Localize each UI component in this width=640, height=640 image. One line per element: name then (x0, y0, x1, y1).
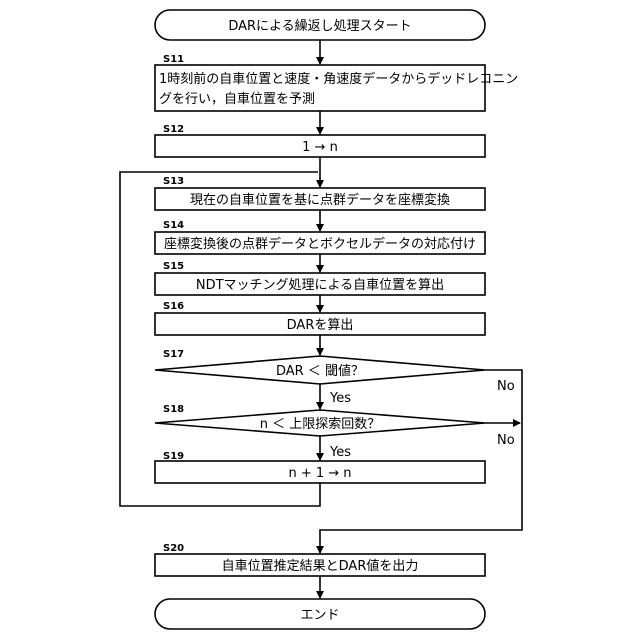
end-label: エンド (300, 608, 339, 623)
step-number-s11: S11 (163, 54, 184, 65)
process-label-s16: DARを算出 (287, 318, 354, 333)
step-number-s13: S13 (163, 176, 184, 187)
branch-label-s18-no: No (497, 433, 515, 448)
branch-label-s18-yes: Yes (329, 445, 351, 460)
process-label-s13: 現在の自車位置を基に点群データを座標変換 (190, 192, 450, 208)
step-number-s17: S17 (163, 349, 184, 360)
decision-label-s17: DAR ＜ 閾値？ (276, 363, 364, 379)
process-label-s20: 自車位置推定結果とDAR値を出力 (222, 558, 419, 574)
step-number-s18: S18 (163, 404, 184, 415)
branch-label-s17-yes: Yes (329, 391, 351, 406)
decision-label-s18: n ＜ 上限探索回数？ (260, 417, 381, 432)
process-label-s11-line2: グを行い，自車位置を予測 (159, 92, 315, 107)
step-number-s12: S12 (163, 124, 184, 135)
connector-loop-back (120, 172, 320, 506)
connector-s17-no (485, 370, 522, 420)
step-number-s16: S16 (163, 301, 184, 312)
step-number-s15: S15 (163, 261, 184, 272)
process-label-s11-line1: 1時刻前の自車位置と速度・角速度データからデッドレコニン (159, 71, 518, 87)
process-label-s15: NDTマッチング処理による自車位置を算出 (196, 278, 444, 293)
process-label-s14: 座標変換後の点群データとボクセルデータの対応付け (164, 236, 476, 252)
branch-label-s17-no: No (497, 379, 515, 394)
step-number-s14: S14 (163, 220, 184, 231)
connector-no-to-s20 (320, 420, 522, 553)
step-number-s20: S20 (163, 543, 184, 554)
start-label: DARによる繰返し処理スタート (228, 19, 411, 34)
process-label-s12: 1 → n (302, 140, 338, 155)
process-label-s19: n + 1 → n (288, 466, 351, 481)
